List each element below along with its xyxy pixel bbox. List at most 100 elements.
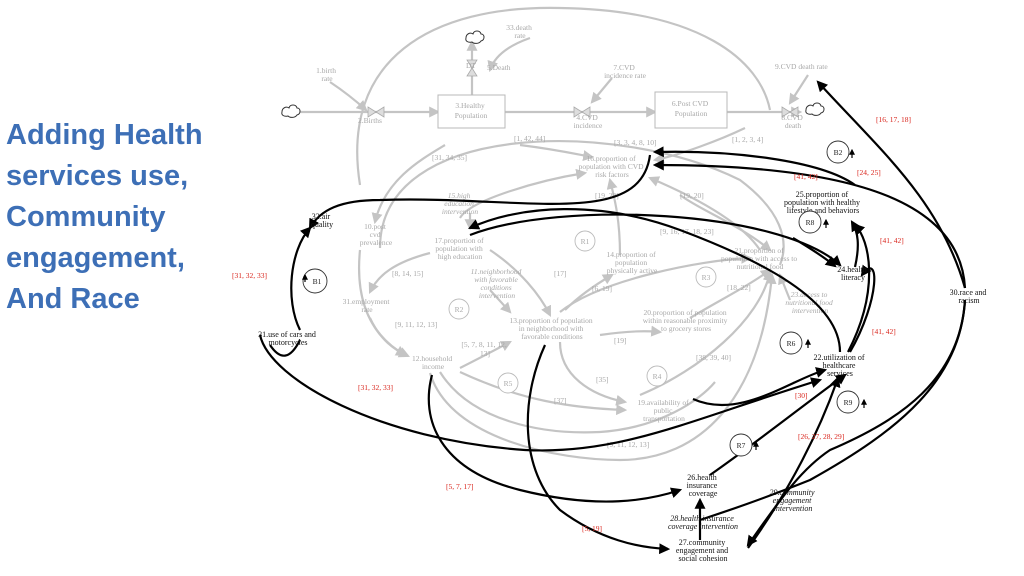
healthcare-utilization-node: 22.utilization of healthcare services xyxy=(813,353,866,378)
svg-text:R4: R4 xyxy=(653,372,662,381)
loop-r9-marker: R9 xyxy=(836,390,867,414)
loop-r7-marker: R7 xyxy=(729,433,759,457)
slide-title: Adding Health services use, Community en… xyxy=(6,115,236,320)
loop-r5-marker: R5 xyxy=(497,372,519,394)
ref-label: [8, 14, 15] xyxy=(392,269,423,278)
ref-label: [18, 22] xyxy=(727,283,751,292)
ref-label: [5, 7, 8, 11, 12, 13] xyxy=(461,340,508,358)
loop-b2-marker: B2 xyxy=(826,140,855,164)
births-node: 2.Births xyxy=(358,116,382,125)
svg-text:B2: B2 xyxy=(834,148,843,157)
ref-label: [17] xyxy=(554,269,567,278)
svg-text:R8: R8 xyxy=(806,218,815,227)
svg-text:R1: R1 xyxy=(581,237,590,246)
cvd-risk-node: 16.proportion of population with CVD ris… xyxy=(579,154,646,179)
community-intervention-node: 29.community engagement intervention xyxy=(769,488,816,513)
title-line: Community xyxy=(6,201,166,233)
loop-r3-marker: R3 xyxy=(695,266,717,288)
ref-label: [1, 42, 44] xyxy=(514,134,545,143)
ref-label: [19, 20] xyxy=(595,191,619,200)
ref-label: [31, 34, 35] xyxy=(432,153,467,162)
ref-label: [38, 39, 40] xyxy=(696,353,731,362)
loop-r6-marker: R6 xyxy=(779,331,811,355)
red-ref-label: [41, 42] xyxy=(880,236,904,245)
high-education-node: 17.proportion of population with high ed… xyxy=(434,236,485,261)
neighborhood-intervention-node: 11.neighborhood with favorable condition… xyxy=(471,267,524,300)
death-valve-icon xyxy=(466,59,478,77)
ref-label: [9, 11, 12, 13] xyxy=(395,320,437,329)
insurance-intervention-node: 28.health insurance coverage interventio… xyxy=(668,514,738,531)
red-ref-label: [16, 17, 18] xyxy=(876,115,911,124)
red-ref-label: [30] xyxy=(795,391,808,400)
neighborhood-conditions-node: 13.proportion of population in neighborh… xyxy=(510,316,595,341)
gray-flow-layer: 3.Healthy Population 6.Post CVD Populati… xyxy=(281,6,834,462)
physically-active-node: 14.proportion of population physically a… xyxy=(606,250,657,275)
loop-r4-marker: R4 xyxy=(646,365,668,387)
title-line: services use, xyxy=(6,160,189,192)
svg-text:R7: R7 xyxy=(737,441,746,450)
healthy-lifestyle-node: 25.proportion of population with healthy… xyxy=(784,190,862,215)
ref-label: [35] xyxy=(596,375,609,384)
red-ref-label: [41, 42] xyxy=(794,172,818,181)
red-ref-label: [41, 42] xyxy=(872,327,896,336)
insurance-coverage-node: 26.health insurance coverage xyxy=(687,473,720,498)
cvd-incidence-valve-icon xyxy=(573,106,591,118)
healthy-population-stock xyxy=(437,94,506,129)
post-cvd-population-label: 6.Post CVD Population xyxy=(672,99,710,118)
svg-text:R2: R2 xyxy=(455,305,464,314)
cloud-sink-icon xyxy=(805,102,825,116)
cvd-death-rate-node: 9.CVD death rate xyxy=(775,62,828,71)
svg-text:R9: R9 xyxy=(844,398,853,407)
red-ref-label: [5, 7, 17] xyxy=(446,482,474,491)
employment-rate-node: 31.employment rate xyxy=(343,297,392,314)
community-engagement-node: 27.community engagement and social cohes… xyxy=(676,538,730,563)
birth-rate-node: 1.birth rate xyxy=(316,66,338,83)
cvd-death-valve-icon xyxy=(781,106,799,118)
svg-text:B1: B1 xyxy=(313,277,322,286)
public-transportation-node: 19.availability of public transportation xyxy=(637,398,690,423)
red-ref-label: [31, 32, 33] xyxy=(358,383,393,392)
ref-label: [3, 3, 4, 8, 10] xyxy=(614,138,657,147)
death-rate-node: 33.death rate xyxy=(506,23,534,40)
air-quality-node: 32.air quality xyxy=(311,212,333,229)
red-ref-label: [26, 27, 28, 29] xyxy=(798,432,844,441)
red-ref-label: [31, 32, 33] xyxy=(232,271,267,280)
nutritional-food-intervention-node: 23.access to nutritional food interventi… xyxy=(785,290,834,315)
household-income-node: 12.household income xyxy=(412,354,454,371)
red-ref-label: [5, 19] xyxy=(582,524,602,533)
svg-text:R6: R6 xyxy=(787,339,796,348)
loop-r2-marker: R2 xyxy=(448,298,470,320)
ref-label: [37] xyxy=(554,396,567,405)
race-racism-node: 30.race and racism xyxy=(950,288,989,305)
title-line: Adding Health xyxy=(6,119,203,151)
svg-text:R5: R5 xyxy=(504,379,513,388)
cloud-sink-icon xyxy=(465,30,485,44)
cvd-death-node: 8.CVD death xyxy=(781,113,804,130)
cloud-source-icon xyxy=(281,104,301,118)
red-ref-label: [24, 25] xyxy=(857,168,881,177)
title-line: engagement, xyxy=(6,242,185,274)
title-line: And Race xyxy=(6,283,140,315)
births-valve-icon xyxy=(367,106,385,118)
ref-label: [19] xyxy=(614,336,627,345)
cvd-incidence-node: 4.CVD incidence xyxy=(574,113,603,130)
death-node: 5.Death xyxy=(487,63,511,72)
cars-node: 31.use of cars and motorcycles xyxy=(258,330,318,347)
black-causal-layer: 32.air quality 31.use of cars and motorc… xyxy=(232,80,989,563)
ref-label: [6, 19] xyxy=(592,284,612,293)
svg-text:R3: R3 xyxy=(702,273,711,282)
health-literacy-node: 24.health literacy xyxy=(837,265,869,282)
high-education-intervention-node: 15.high education intervention xyxy=(442,191,478,216)
ref-label: [1, 2, 3, 4] xyxy=(732,135,763,144)
loop-r1-marker: R1 xyxy=(574,230,596,252)
grocery-stores-node: 20.proportion of population within reaso… xyxy=(643,308,729,333)
post-cvd-prevalence-node: 10.post cvd prevalence xyxy=(360,222,393,247)
post-cvd-population-stock xyxy=(654,91,728,129)
dt-node: DT xyxy=(466,61,476,70)
ref-label: [9, 11, 12, 13] xyxy=(607,440,649,449)
ref-label: [19, 20] xyxy=(680,191,704,200)
nutritional-food-node: 21.proportion of population with access … xyxy=(721,246,799,271)
loop-b1-marker: B1 xyxy=(302,268,328,294)
loop-r8-marker: R8 xyxy=(798,210,829,234)
